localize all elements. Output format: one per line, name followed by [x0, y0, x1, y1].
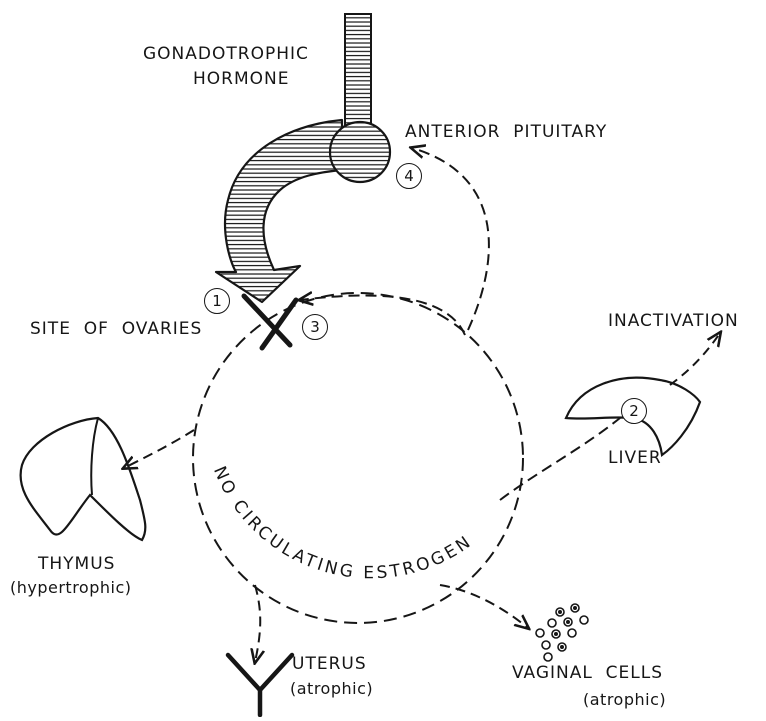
gonadotrophic-label-line1: GONADOTROPHIC — [143, 46, 309, 63]
step-marker-1: 1 — [204, 288, 230, 314]
uterus-state-label: (atrophic) — [290, 681, 373, 697]
gonadotrophic-arrow — [216, 120, 342, 302]
thymus-label: THYMUS — [38, 556, 115, 573]
thymus-shape — [21, 418, 146, 540]
step-marker-2: 2 — [621, 398, 647, 424]
uterus-shape — [228, 655, 292, 715]
arrow-to-vaginal-cells — [440, 585, 528, 628]
inactivation-label: INACTIVATION — [608, 313, 739, 330]
step-marker-3: 3 — [302, 314, 328, 340]
no-circulating-estrogen-text: NO CIRCULATING ESTROGEN — [209, 463, 476, 583]
hormone-stalk — [345, 14, 371, 126]
liver-label: LIVER — [608, 450, 662, 467]
thymus-state-label: (hypertrophic) — [10, 580, 132, 596]
anterior-pituitary-shape — [330, 122, 390, 182]
arrow-to-uterus — [255, 585, 260, 662]
site-of-ovaries-label: SITE OF OVARIES — [30, 321, 202, 338]
gonadotrophic-label-line2: HORMONE — [193, 71, 289, 88]
uterus-label: UTERUS — [292, 656, 367, 673]
liver-connector — [500, 418, 620, 500]
anterior-pituitary-label: ANTERIOR PITUITARY — [405, 124, 607, 141]
vaginal-cells-label: VAGINAL CELLS — [512, 665, 663, 682]
circle-text-path: NO CIRCULATING ESTROGEN — [209, 463, 476, 583]
vaginal-state-label: (atrophic) — [583, 692, 666, 708]
step-marker-4: 4 — [396, 163, 422, 189]
vaginal-cells-cluster — [536, 604, 588, 661]
arrow-to-thymus — [124, 430, 194, 468]
arrow-to-inactivation — [670, 333, 720, 385]
ovary-x-mark — [244, 296, 296, 348]
